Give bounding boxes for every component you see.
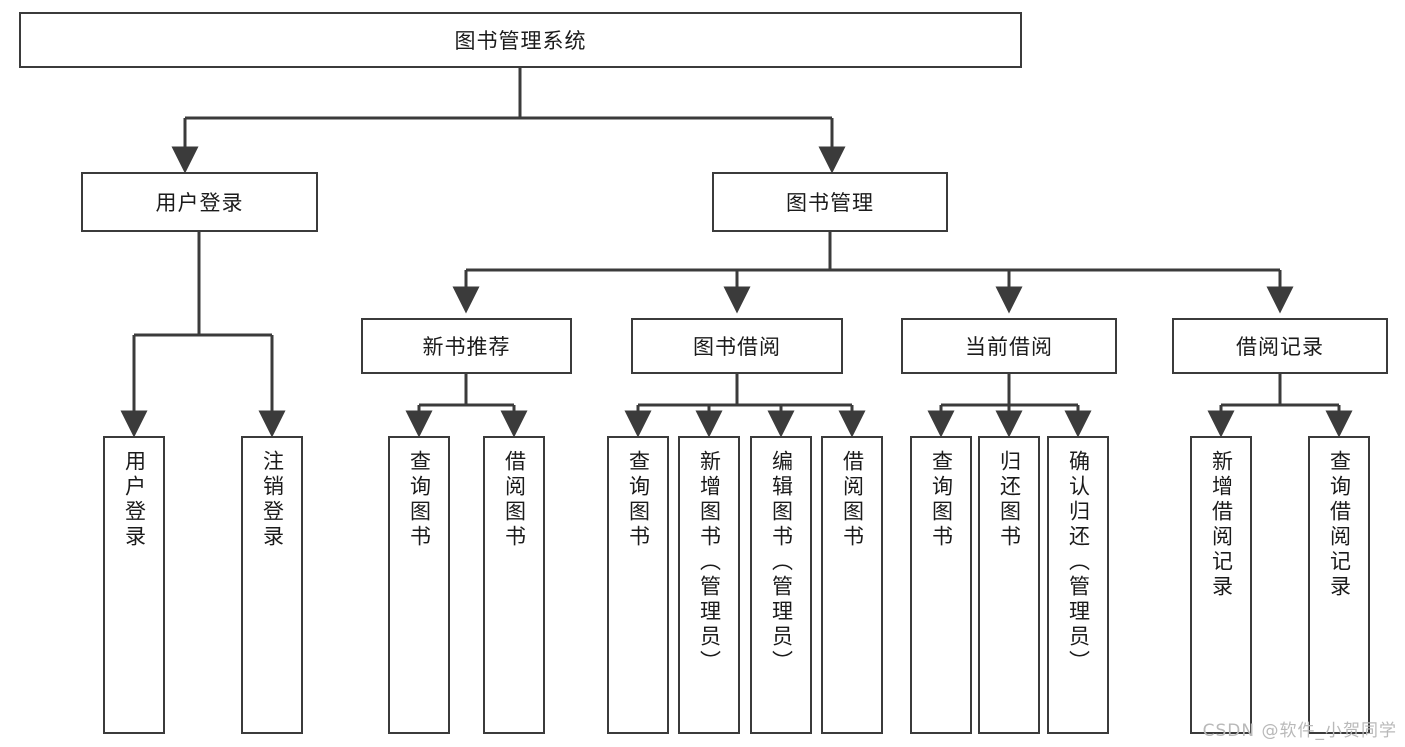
leaf-user-login-login[interactable]: 用户登录 [103, 436, 165, 734]
leaf-record-add[interactable]: 新增借阅记录 [1190, 436, 1252, 734]
node-root-label: 图书管理系统 [454, 29, 587, 53]
leaf-borrow-query-book[interactable]: 查询图书 [607, 436, 669, 734]
leaf-current-query-book[interactable]: 查询图书 [910, 436, 972, 734]
leaf-label: 确认归还（管理员） [1066, 450, 1091, 675]
leaf-label: 编辑图书（管理员） [769, 450, 794, 675]
node-new-book-recommend[interactable]: 新书推荐 [361, 318, 572, 374]
leaf-borrow-borrow-book[interactable]: 借阅图书 [821, 436, 883, 734]
node-root[interactable]: 图书管理系统 [19, 12, 1022, 68]
node-borrow-record-label: 借阅记录 [1236, 335, 1324, 359]
node-user-login-label: 用户登录 [155, 191, 244, 215]
leaf-label: 用户登录 [122, 450, 147, 550]
leaf-borrow-add-book[interactable]: 新增图书（管理员） [678, 436, 740, 734]
leaf-label: 查询图书 [407, 450, 432, 550]
leaf-label: 借阅图书 [502, 450, 527, 550]
leaf-user-login-logout[interactable]: 注销登录 [241, 436, 303, 734]
leaf-new-book-borrow[interactable]: 借阅图书 [483, 436, 545, 734]
leaf-label: 查询图书 [626, 450, 651, 550]
leaf-record-query[interactable]: 查询借阅记录 [1308, 436, 1370, 734]
leaf-label: 查询借阅记录 [1327, 450, 1352, 600]
node-book-borrow-label: 图书借阅 [693, 335, 781, 359]
node-borrow-record[interactable]: 借阅记录 [1172, 318, 1388, 374]
leaf-label: 归还图书 [997, 450, 1022, 550]
leaf-label: 查询图书 [929, 450, 954, 550]
node-current-borrow-label: 当前借阅 [965, 335, 1053, 359]
node-user-login[interactable]: 用户登录 [81, 172, 318, 232]
node-book-management-label: 图书管理 [786, 191, 874, 215]
node-book-borrow[interactable]: 图书借阅 [631, 318, 843, 374]
leaf-new-book-query[interactable]: 查询图书 [388, 436, 450, 734]
leaf-label: 借阅图书 [840, 450, 865, 550]
leaf-borrow-edit-book[interactable]: 编辑图书（管理员） [750, 436, 812, 734]
leaf-label: 注销登录 [260, 450, 285, 550]
leaf-label: 新增借阅记录 [1209, 450, 1234, 600]
node-book-management[interactable]: 图书管理 [712, 172, 948, 232]
leaf-label: 新增图书（管理员） [697, 450, 722, 675]
leaf-current-confirm-return[interactable]: 确认归还（管理员） [1047, 436, 1109, 734]
node-current-borrow[interactable]: 当前借阅 [901, 318, 1117, 374]
leaf-current-return-book[interactable]: 归还图书 [978, 436, 1040, 734]
watermark: CSDN @软件_小贺同学 [1202, 721, 1397, 741]
node-new-book-recommend-label: 新书推荐 [422, 335, 511, 359]
